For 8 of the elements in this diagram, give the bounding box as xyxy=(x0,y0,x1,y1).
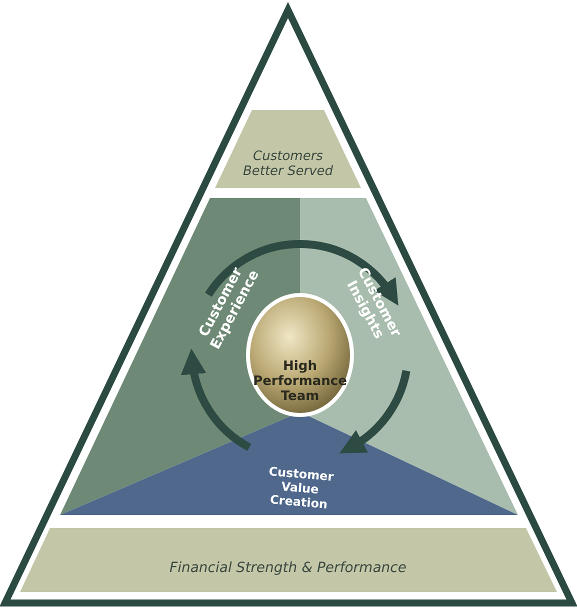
pyramid-band xyxy=(20,528,557,592)
section-label: Financial Strength & Performance xyxy=(168,560,408,576)
pyramid-band xyxy=(215,110,361,188)
cycle-arrow xyxy=(340,370,410,454)
cycle-arrow xyxy=(182,348,252,451)
cycle-arrow xyxy=(205,240,400,306)
section-label: Customers Better Served xyxy=(242,150,334,180)
section-label: Customer Value Creation xyxy=(267,464,336,514)
